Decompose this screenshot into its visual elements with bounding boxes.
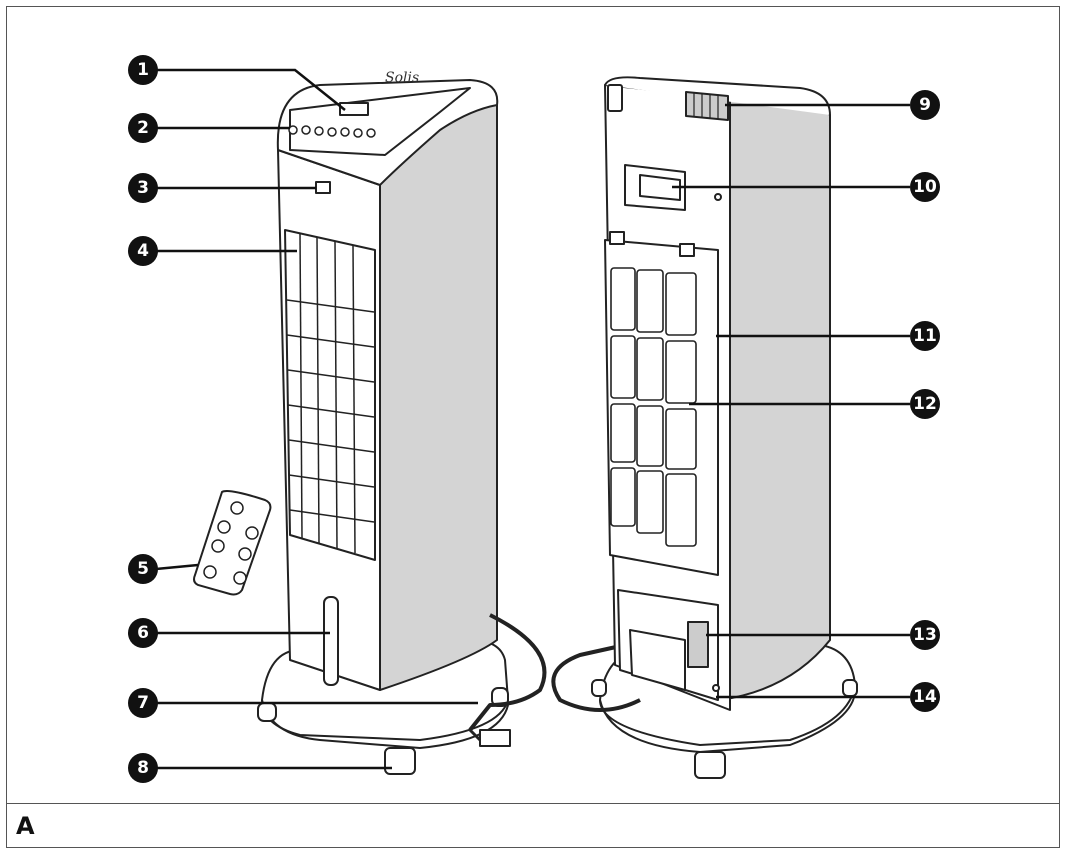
leader-lines	[155, 68, 910, 770]
svg-text:13: 13	[913, 625, 937, 645]
callout-4: 4	[128, 236, 158, 266]
svg-text:11: 11	[913, 326, 937, 346]
svg-text:5: 5	[137, 559, 149, 579]
callout-12: 12	[910, 389, 940, 419]
svg-text:10: 10	[913, 177, 937, 197]
callout-13: 13	[910, 620, 940, 650]
front-unit	[257, 79, 547, 775]
svg-text:3: 3	[137, 178, 149, 198]
svg-text:9: 9	[919, 95, 931, 115]
figure-frame	[6, 6, 1060, 848]
svg-text:6: 6	[137, 623, 149, 643]
callout-9: 9	[910, 90, 940, 120]
figure-label: A	[16, 812, 35, 840]
svg-text:2: 2	[137, 118, 149, 138]
callout-5: 5	[128, 554, 158, 584]
svg-text:1: 1	[137, 60, 149, 80]
callout-1: 1	[128, 55, 158, 85]
brand-logo-front: Solis	[385, 70, 419, 86]
callout-7: 7	[128, 688, 158, 718]
callout-14: 14	[910, 682, 940, 712]
callout-8: 8	[128, 753, 158, 783]
svg-text:7: 7	[137, 693, 149, 713]
callout-11: 11	[910, 321, 940, 351]
remote-control	[193, 490, 272, 596]
back-unit	[551, 76, 858, 779]
callout-10: 10	[910, 172, 940, 202]
callout-2: 2	[128, 113, 158, 143]
svg-text:14: 14	[913, 687, 937, 707]
svg-text:12: 12	[913, 394, 937, 414]
callout-6: 6	[128, 618, 158, 648]
callout-3: 3	[128, 173, 158, 203]
svg-text:4: 4	[137, 241, 149, 261]
caption-divider	[6, 803, 1060, 804]
svg-text:8: 8	[137, 758, 149, 778]
